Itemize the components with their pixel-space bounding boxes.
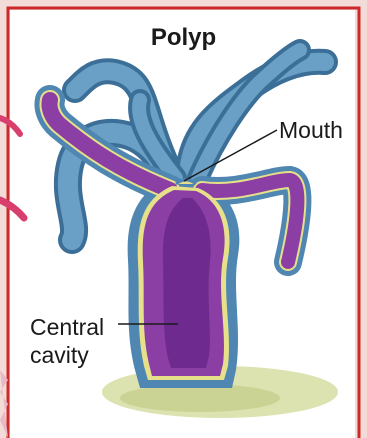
mouth-label: Mouth <box>279 116 343 144</box>
central-cavity-label-line2: cavity <box>30 341 104 369</box>
central-cavity-label: Central cavity <box>30 313 104 369</box>
diagram-title: Polyp <box>0 24 367 52</box>
central-cavity-shape <box>163 198 211 368</box>
central-cavity-label-line1: Central <box>30 313 104 341</box>
